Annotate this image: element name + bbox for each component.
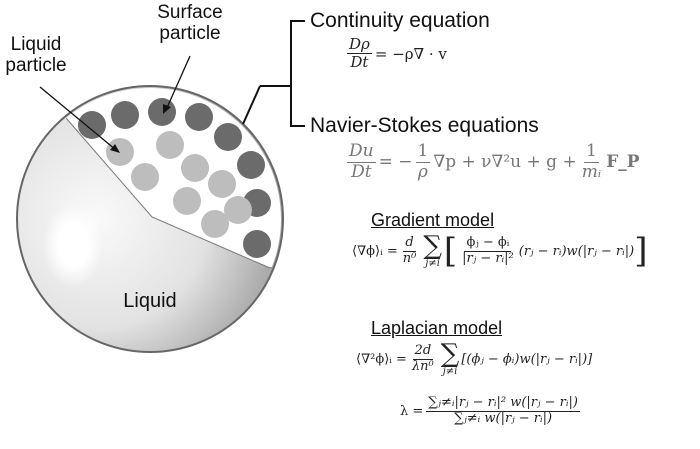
liquid-particle bbox=[224, 196, 252, 224]
liquid-particle bbox=[156, 131, 184, 159]
lambda-equation: λ = ∑ⱼ≠ᵢ|rⱼ − rᵢ|² w(|rⱼ − rᵢ|)∑ⱼ≠ᵢ w(|r… bbox=[400, 395, 580, 426]
surface-particle bbox=[243, 230, 271, 258]
liquid-particle-label: Liquid particle bbox=[5, 34, 67, 76]
liquid-particle bbox=[181, 154, 209, 182]
liquid-arrow bbox=[39, 86, 117, 151]
liquid-particle bbox=[131, 163, 159, 191]
continuity-title: Continuity equation bbox=[310, 9, 490, 32]
surface-particle bbox=[111, 101, 139, 129]
liquid-particle bbox=[173, 187, 201, 215]
surface-particle-label: Surface particle bbox=[157, 2, 223, 44]
liquid-particle bbox=[201, 210, 229, 238]
surface-arrow bbox=[165, 55, 191, 111]
surface-particle bbox=[214, 123, 242, 151]
surface-particle bbox=[148, 98, 176, 126]
liquid-particle bbox=[106, 138, 134, 166]
liquid-particle bbox=[208, 170, 236, 198]
surface-particle bbox=[185, 103, 213, 131]
surface-particle bbox=[78, 111, 106, 139]
bracket bbox=[290, 20, 305, 127]
laplacian-model-title: Laplacian model bbox=[371, 318, 503, 338]
surface-particle bbox=[237, 151, 265, 179]
highlight bbox=[43, 203, 103, 287]
navier-stokes-title: Navier-Stokes equations bbox=[310, 114, 539, 137]
gradient-model-title: Gradient model bbox=[371, 210, 495, 230]
liquid-label: Liquid bbox=[123, 290, 177, 312]
